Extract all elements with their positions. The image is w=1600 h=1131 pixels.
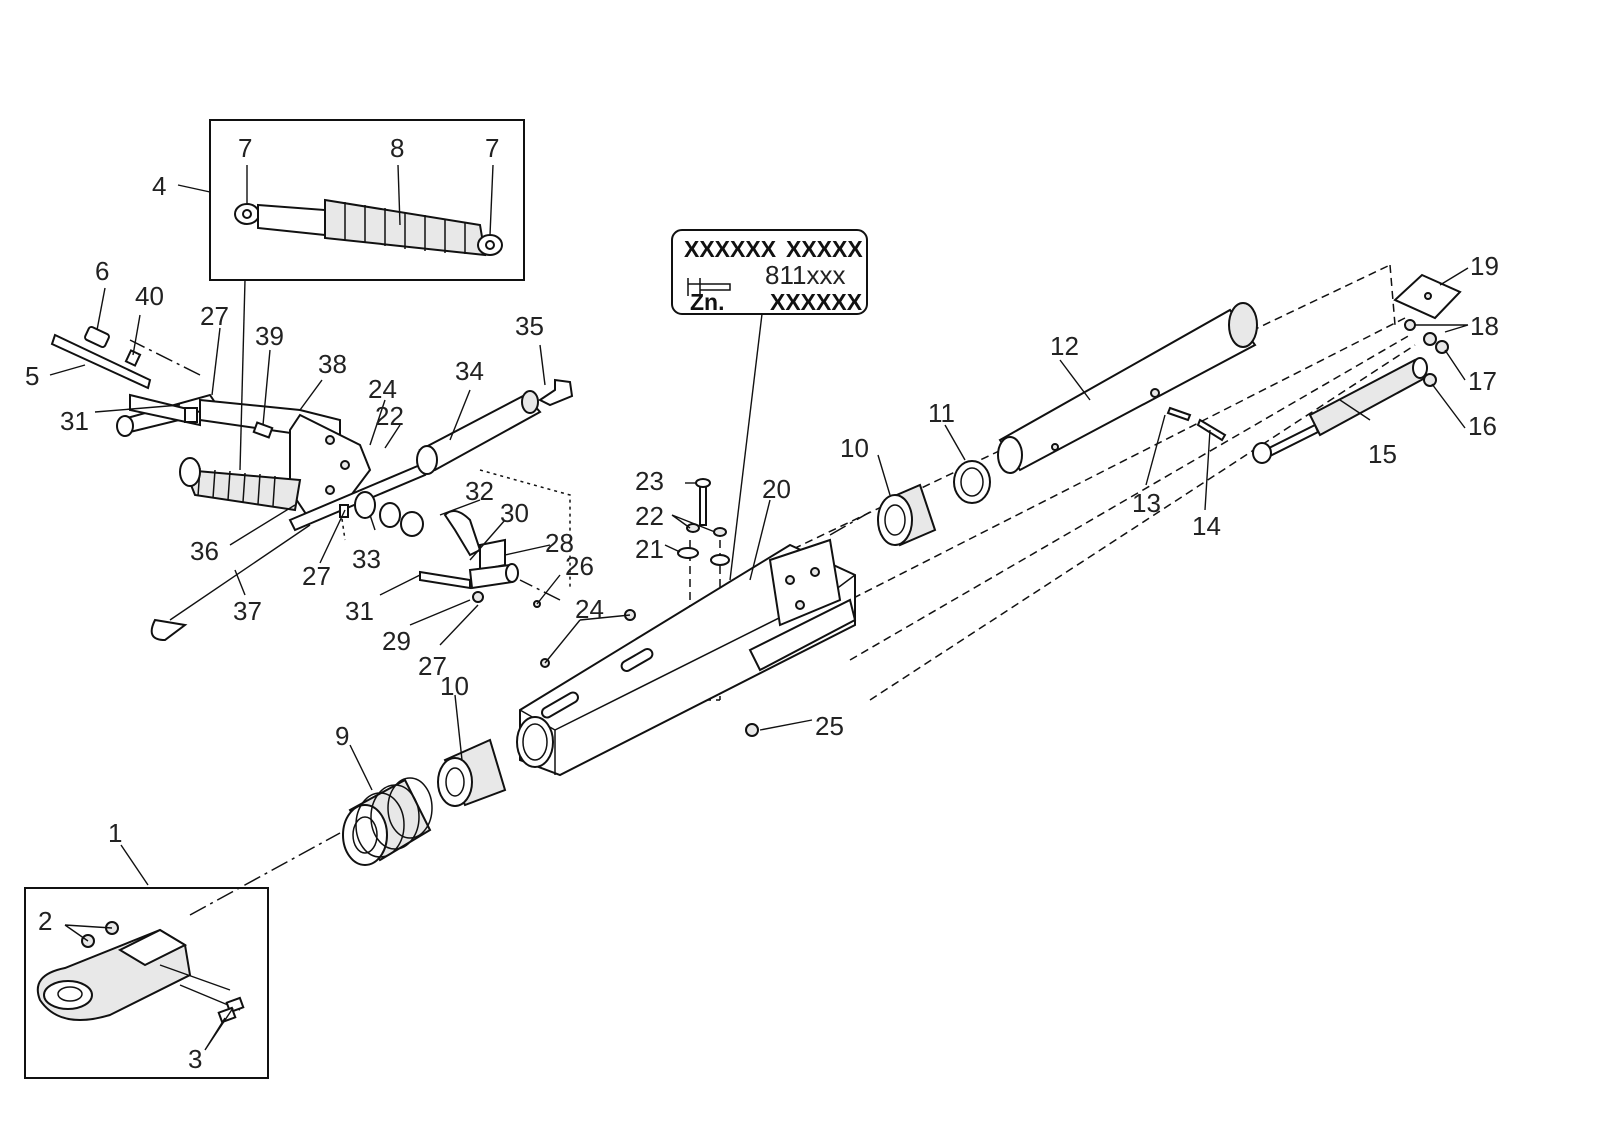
- callout-40: 40: [135, 281, 164, 311]
- cylinder-15: [1252, 357, 1428, 464]
- plate-line3-right: XXXXXX: [770, 289, 863, 315]
- callout-32: 32: [465, 476, 494, 506]
- ring-10-upper: [877, 483, 937, 547]
- callout-26: 26: [565, 551, 594, 581]
- callout-18: 18: [1470, 311, 1499, 341]
- callout-30: 30: [500, 498, 529, 528]
- callout-3: 3: [188, 1044, 202, 1074]
- callout-27-upper: 27: [200, 301, 229, 331]
- plate-line2-right: 811xxx: [765, 260, 845, 290]
- callout-4: 4: [152, 171, 166, 201]
- rubber-bellow-9: [342, 777, 433, 866]
- plate-line1-right: XXXXX: [786, 236, 863, 262]
- callout-17: 17: [1468, 366, 1497, 396]
- shock-absorber-box: [209, 119, 525, 281]
- callout-33: 33: [352, 544, 381, 574]
- callout-24-upper: 24: [368, 374, 397, 404]
- callout-29: 29: [382, 626, 411, 656]
- main-drawbar-20: [516, 538, 857, 777]
- axis-line-2: [829, 511, 871, 536]
- callout-19: 19: [1470, 251, 1499, 281]
- callout-11: 11: [928, 398, 955, 428]
- callout-37: 37: [233, 596, 262, 626]
- plate-line3-left: Zn.: [690, 289, 725, 315]
- nuts-16-18: [1404, 319, 1449, 387]
- callout-9: 9: [335, 721, 349, 751]
- callout-7-left: 7: [238, 133, 252, 163]
- ring-11: [953, 460, 991, 504]
- callout-2: 2: [38, 906, 52, 936]
- callout-20: 20: [762, 474, 791, 504]
- towing-eye: [36, 921, 245, 1024]
- callout-8: 8: [390, 133, 404, 163]
- axis-line-4: [519, 579, 561, 601]
- callout-35: 35: [515, 311, 544, 341]
- callout-27-lower: 27: [418, 651, 447, 681]
- callout-6: 6: [95, 256, 109, 286]
- callout-22-upper: 22: [375, 401, 404, 431]
- identification-plate: XXXXXX XXXXX 811xxx Zn. XXXXXX: [671, 229, 868, 315]
- callout-34: 34: [455, 356, 484, 386]
- plate-symbol-icon: [687, 278, 731, 296]
- plate-line1-left: XXXXXX: [684, 236, 777, 262]
- callout-27-mid: 27: [302, 561, 331, 591]
- callout-5: 5: [25, 361, 39, 391]
- callout-10-lower: 10: [440, 671, 469, 701]
- callout-labels: 1 2 3 4 5 6 7 7 8 9 10 10 11 12 13 14 15…: [25, 133, 1499, 1074]
- callout-28: 28: [545, 528, 574, 558]
- callout-16: 16: [1468, 411, 1497, 441]
- callout-24-lower: 24: [575, 594, 604, 624]
- callout-15: 15: [1368, 439, 1397, 469]
- pins-13-14: [1166, 406, 1227, 442]
- towing-eye-box: [24, 887, 269, 1079]
- callout-22-lower: 22: [635, 501, 664, 531]
- pin-assembly: [354, 491, 541, 608]
- callout-12: 12: [1050, 331, 1079, 361]
- callout-36: 36: [190, 536, 219, 566]
- linkage-assembly: [50, 325, 427, 642]
- leader-lines: [49, 164, 1469, 1051]
- callout-13: 13: [1132, 488, 1161, 518]
- shock-absorber: [234, 198, 503, 257]
- inner-tube-12: [997, 302, 1258, 474]
- callout-39: 39: [255, 321, 284, 351]
- plate-19: [1393, 273, 1462, 320]
- callout-1: 1: [108, 818, 122, 848]
- axis-line-3: [129, 339, 201, 376]
- callout-10-upper: 10: [840, 433, 869, 463]
- ring-10-lower: [437, 738, 507, 807]
- callout-14: 14: [1192, 511, 1221, 541]
- hydraulic-cylinder-34: [416, 378, 574, 475]
- callout-31-upper: 31: [60, 406, 89, 436]
- callout-23: 23: [635, 466, 664, 496]
- callout-38: 38: [318, 349, 347, 379]
- main-axis-line: [189, 832, 341, 916]
- callout-7-right: 7: [485, 133, 499, 163]
- callout-21: 21: [635, 534, 664, 564]
- callout-31-lower: 31: [345, 596, 374, 626]
- callout-25: 25: [815, 711, 844, 741]
